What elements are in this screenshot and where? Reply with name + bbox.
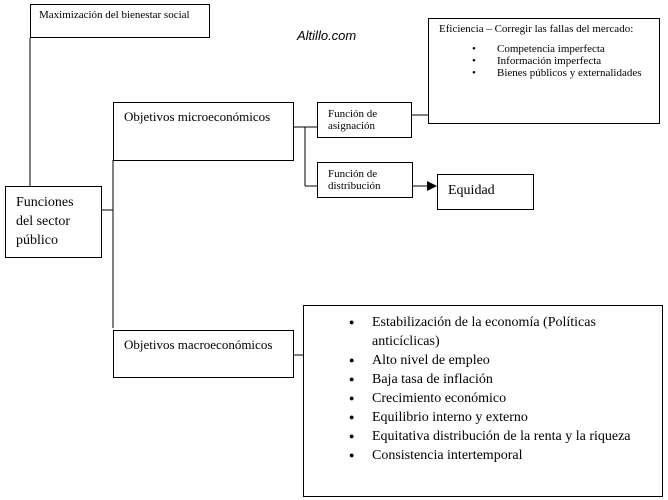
funciones-text: Funciones del sector público	[16, 195, 74, 248]
macro-box: Objetivos macroeconómicos	[113, 330, 294, 378]
list-item: Competencia imperfecta	[439, 43, 651, 55]
equidad-text: Equidad	[448, 183, 495, 198]
eficiencia-title: Eficiencia – Corregir las fallas del mer…	[439, 23, 634, 35]
eficiencia-box: Eficiencia – Corregir las fallas del mer…	[428, 18, 660, 124]
list-item: Información imperfecta	[439, 55, 651, 67]
micro-text: Objetivos microeconómicos	[124, 109, 271, 124]
micro-box: Objetivos microeconómicos	[113, 102, 294, 161]
bienestar-text: Maximización del bienestar social	[39, 9, 190, 21]
list-item: Crecimiento económico	[314, 389, 654, 408]
bienestar-box: Maximización del bienestar social	[30, 4, 210, 38]
asignacion-box: Función de asignación	[317, 102, 412, 138]
list-item: Equitativa distribución de la renta y la…	[314, 427, 654, 446]
list-item: Bienes públicos y externalidades	[439, 67, 651, 79]
list-item: Consistencia intertemporal	[314, 446, 654, 465]
arrow-head	[427, 181, 437, 191]
funciones-box: Funciones del sector público	[5, 186, 102, 258]
distribucion-text: Función de distribución	[328, 168, 381, 192]
asignacion-text: Función de asignación	[328, 108, 378, 132]
list-item: Equilibrio interno y externo	[314, 408, 654, 427]
macro-objectives-box: Estabilización de la economía (Políticas…	[303, 305, 663, 497]
equidad-box: Equidad	[437, 174, 534, 210]
list-item: Baja tasa de inflación	[314, 370, 654, 389]
list-item: Estabilización de la economía (Políticas…	[314, 313, 654, 351]
list-item: Alto nivel de empleo	[314, 351, 654, 370]
watermark: Altillo.com	[297, 28, 357, 43]
eficiencia-list: Competencia imperfecta Información imper…	[439, 43, 651, 79]
macro-objectives-list: Estabilización de la economía (Políticas…	[314, 313, 654, 465]
macro-text: Objetivos macroeconómicos	[124, 337, 273, 352]
distribucion-box: Función de distribución	[317, 162, 413, 198]
